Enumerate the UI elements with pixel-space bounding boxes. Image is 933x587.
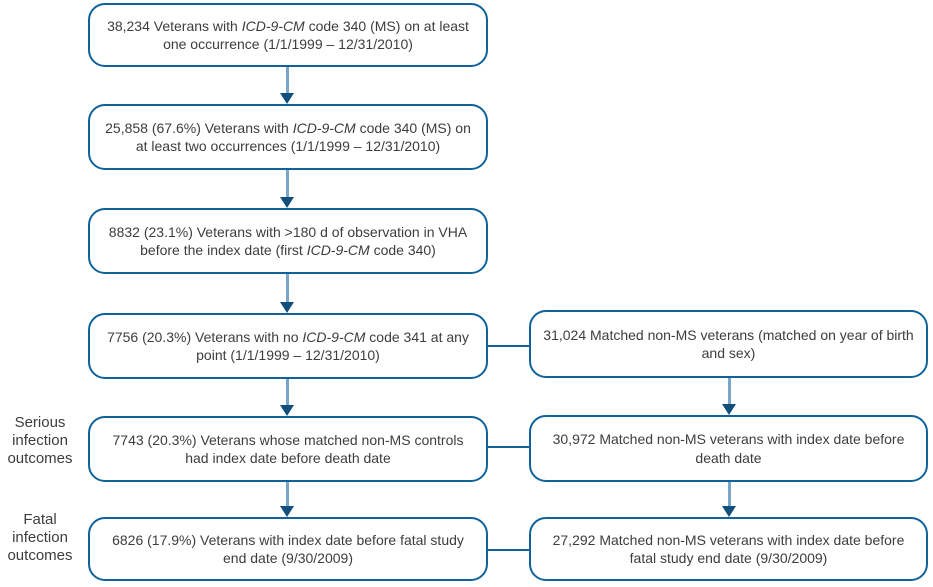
flow-box-text: 8832 (23.1%) Veterans with >180 d of obs… [108, 223, 468, 258]
flow-box-ms-one-occurrence: 38,234 Veterans with ICD-9-CM code 340 (… [88, 3, 488, 67]
flow-box-ms-no-code-341: 7756 (20.3%) Veterans with no ICD-9-CM c… [88, 313, 488, 379]
down-arrow-icon [280, 482, 295, 517]
flow-box-ms-observation-180d: 8832 (23.1%) Veterans with >180 d of obs… [88, 208, 488, 274]
flow-box-text: 30,972 Matched non-MS veterans with inde… [552, 431, 905, 466]
arrow-head [722, 506, 736, 517]
arrow-shaft [286, 379, 289, 406]
flow-box-ms-serious-infection: 7743 (20.3%) Veterans whose matched non-… [88, 416, 488, 482]
arrow-shaft [286, 170, 289, 198]
flow-box-text: 38,234 Veterans with ICD-9-CM code 340 (… [107, 17, 469, 52]
flow-box-text: 25,858 (67.6%) Veterans with ICD-9-CM co… [105, 119, 471, 154]
flow-box-nonms-matched: 31,024 Matched non-MS veterans (matched … [529, 310, 928, 378]
down-arrow-icon [280, 170, 295, 208]
arrow-head [280, 506, 294, 517]
row-label-serious-infection-outcomes: Serious infection outcomes [0, 414, 82, 468]
row-label-line: Serious [14, 414, 66, 431]
down-arrow-icon [722, 378, 737, 415]
down-arrow-icon [280, 274, 295, 313]
down-arrow-icon [280, 379, 295, 416]
flow-box-text: 7756 (20.3%) Veterans with no ICD-9-CM c… [107, 328, 469, 363]
row-connector-line [488, 446, 529, 448]
flow-box-text: 7743 (20.3%) Veterans whose matched non-… [112, 431, 464, 466]
flow-box-nonms-serious-infection: 30,972 Matched non-MS veterans with inde… [529, 415, 928, 482]
down-arrow-icon [722, 482, 737, 517]
arrow-head [280, 93, 294, 104]
arrow-shaft [286, 274, 289, 303]
arrow-shaft [286, 67, 289, 94]
arrow-shaft [728, 378, 731, 405]
flow-box-nonms-fatal-infection: 27,292 Matched non-MS veterans with inde… [529, 517, 928, 581]
arrow-shaft [728, 482, 731, 507]
row-connector-line [488, 549, 529, 551]
row-label-line: infection [12, 529, 68, 546]
down-arrow-icon [280, 67, 295, 104]
row-connector-line [488, 345, 529, 347]
flow-box-text: 31,024 Matched non-MS veterans (matched … [543, 326, 914, 361]
arrow-head [280, 197, 294, 208]
flow-box-text: 6826 (17.9%) Veterans with index date be… [112, 531, 464, 566]
flow-box-text: 27,292 Matched non-MS veterans with inde… [552, 531, 905, 566]
arrow-head [722, 404, 736, 415]
flow-box-ms-two-occurrences: 25,858 (67.6%) Veterans with ICD-9-CM co… [88, 104, 488, 170]
arrow-shaft [286, 482, 289, 507]
arrow-head [280, 302, 294, 313]
row-label-line: infection [12, 432, 68, 449]
row-label-line: outcomes [7, 547, 73, 564]
row-label-line: outcomes [7, 450, 73, 467]
flow-box-ms-fatal-infection: 6826 (17.9%) Veterans with index date be… [88, 517, 488, 581]
arrow-head [280, 405, 294, 416]
row-label-fatal-infection-outcomes: Fatal infection outcomes [0, 511, 82, 565]
row-label-line: Fatal [23, 511, 57, 528]
